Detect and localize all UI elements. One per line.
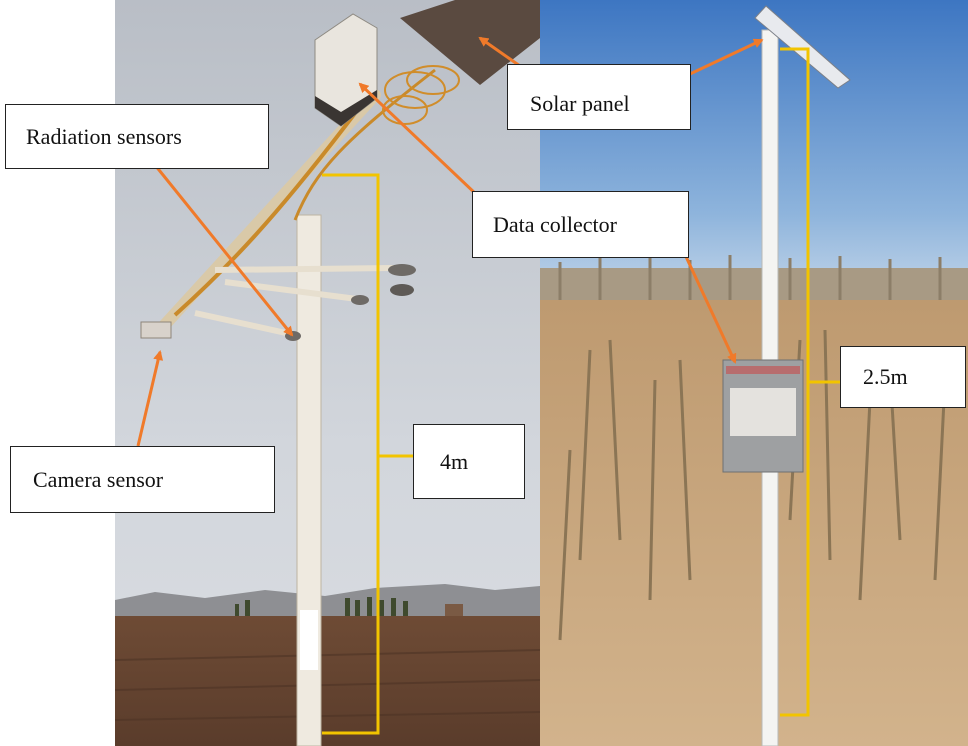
right-photo: [540, 0, 968, 746]
left-solar-panel: [400, 0, 540, 85]
radiation-sensor-head-2: [351, 295, 369, 305]
left-photo-illustration: [115, 0, 540, 746]
right-tree-line: [540, 268, 968, 304]
camera-sensor-label: Camera sensor: [10, 446, 275, 513]
left-photo: [115, 0, 540, 746]
height-brackets: [322, 47, 840, 735]
sensor-arm-2: [224, 279, 366, 303]
solar-panel-text: Solar panel: [530, 91, 630, 116]
height-2-5m-label: 2.5m: [840, 346, 966, 408]
bracket-2-5m: [780, 47, 810, 717]
arrow-radiation: [153, 164, 294, 337]
radiation-sensors-label: Radiation sensors: [5, 104, 269, 169]
arrow-solar-right: [689, 38, 764, 76]
arrow-data-collector-right: [680, 247, 737, 364]
right-photo-illustration: [540, 0, 968, 746]
data-collector-text: Data collector: [493, 211, 617, 237]
camera-sensor-body: [140, 321, 172, 339]
left-hills: [115, 584, 540, 616]
height-4m-label: 4m: [413, 424, 525, 499]
cable-bundle: [173, 98, 367, 317]
radiation-sensors-text: Radiation sensors: [26, 123, 182, 149]
camera-sensor-text: Camera sensor: [33, 466, 164, 492]
height-2-5m-text: 2.5m: [863, 364, 908, 389]
left-furrows: [115, 649, 540, 721]
cable-coils: [382, 65, 460, 125]
bracket-4m: [322, 173, 380, 735]
sensor-arm-3: [194, 310, 296, 338]
collector-label-plate: [730, 388, 796, 436]
arrows: [136, 36, 764, 447]
height-4m-text: 4m: [440, 448, 469, 474]
right-solar-panel: [754, 5, 851, 89]
arrow-solar-left: [478, 36, 521, 68]
arrow-camera: [136, 350, 164, 447]
arrow-data-collector-left: [358, 82, 480, 198]
radiation-sensor-head-1: [388, 264, 416, 276]
data-collector-label: Data collector: [472, 191, 689, 258]
sensor-arm-1: [214, 265, 396, 273]
pole-sticker: [300, 610, 318, 670]
left-tree-line: [235, 597, 463, 616]
solar-panel-label: Solar panel: [507, 64, 691, 130]
